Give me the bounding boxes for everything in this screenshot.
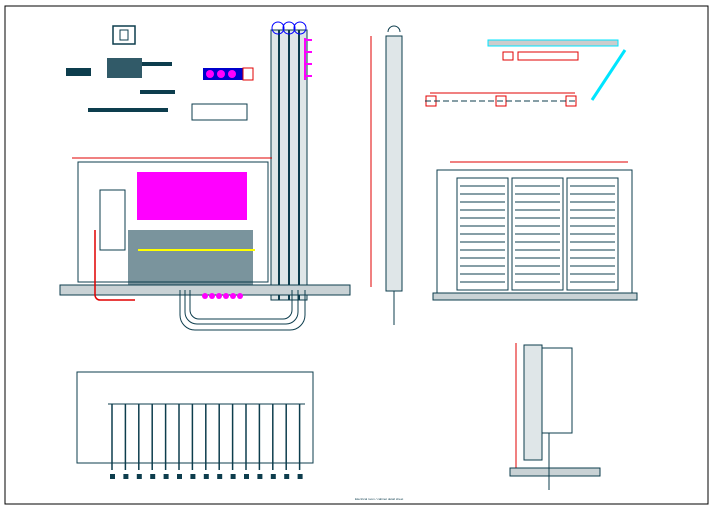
door-elevation	[432, 161, 638, 301]
circuit-label	[190, 474, 196, 479]
circuit-label	[163, 474, 169, 479]
circuit-label	[244, 474, 249, 479]
single-line-diagram	[76, 371, 314, 479]
door-leaf	[511, 177, 564, 291]
door-leaf	[456, 177, 509, 291]
grounding-box-detail	[66, 25, 175, 112]
circuit-label	[177, 474, 182, 479]
circuit-label	[110, 474, 115, 479]
circuit-label	[257, 474, 263, 479]
sheet-border	[4, 5, 709, 505]
circuit-label	[284, 474, 290, 479]
circuit-label	[217, 474, 223, 479]
circuit-label	[123, 474, 129, 479]
circuit-label	[203, 474, 209, 479]
circuit-label	[270, 474, 276, 479]
plan-view	[425, 39, 627, 107]
section-view	[509, 343, 601, 490]
circuit-label	[136, 474, 142, 479]
circuit-label	[230, 474, 236, 479]
busbar-detail	[191, 67, 254, 121]
circuit-label	[150, 474, 156, 479]
drawing-title: Electrical room / cabinet detail sheet	[355, 497, 403, 501]
door-leaf	[566, 177, 619, 291]
panel-front-elevation	[59, 157, 351, 331]
single-riser	[370, 25, 403, 325]
conduit-riser	[270, 21, 312, 301]
circuit-label	[297, 474, 303, 479]
